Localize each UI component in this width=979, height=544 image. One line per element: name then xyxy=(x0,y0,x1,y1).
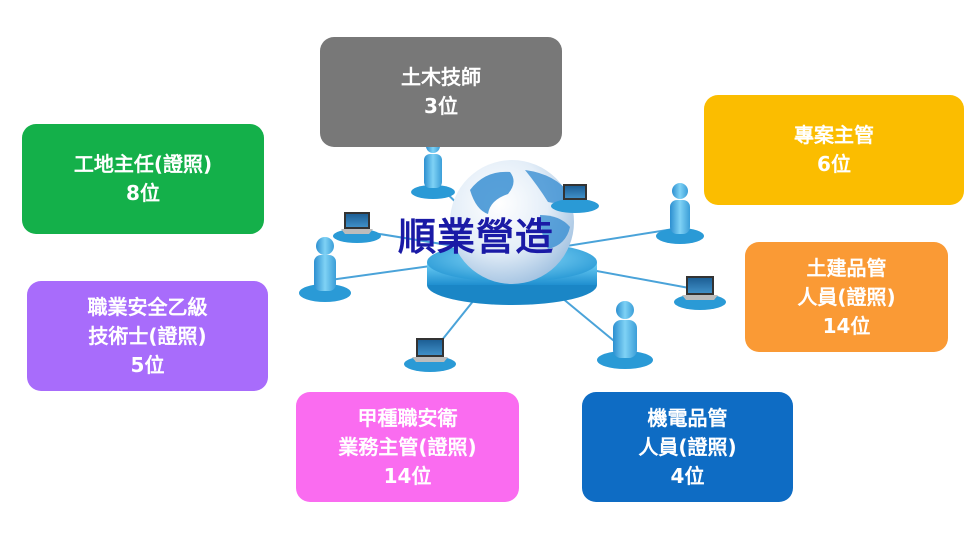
role-box-safety-technician: 職業安全乙級 技術士(證照) 5位 xyxy=(27,281,268,391)
globe-icon xyxy=(450,160,574,284)
role-box-site-supervisor: 工地主任(證照) 8位 xyxy=(22,124,264,234)
role-subtitle: 技術士(證照) xyxy=(88,323,207,348)
role-count: 8位 xyxy=(126,181,160,205)
person-icon xyxy=(299,237,351,302)
laptop-icon xyxy=(551,184,599,213)
role-count: 5位 xyxy=(130,352,165,377)
role-title: 工地主任(證照) xyxy=(73,152,213,176)
role-title: 機電品管 xyxy=(647,405,728,430)
role-title: 甲種職安衛 xyxy=(357,405,458,430)
role-title: 土木技師 xyxy=(401,65,481,89)
role-box-civil-qc: 土建品管 人員(證照) 14位 xyxy=(745,242,948,352)
role-title: 專案主管 xyxy=(794,123,874,147)
role-count: 14位 xyxy=(822,313,871,338)
person-icon xyxy=(597,301,653,369)
laptop-icon xyxy=(333,212,381,243)
role-count: 4位 xyxy=(670,463,705,488)
role-box-civil-engineer: 土木技師 3位 xyxy=(320,37,562,147)
laptop-icon xyxy=(404,338,456,372)
role-title: 土建品管 xyxy=(806,255,887,280)
role-subtitle: 人員(證照) xyxy=(638,434,737,459)
company-title: 順業營造 xyxy=(398,215,555,259)
role-count: 3位 xyxy=(424,94,458,118)
person-icon xyxy=(411,139,455,199)
role-subtitle: 業務主管(證照) xyxy=(338,434,477,459)
role-box-safety-supervisor: 甲種職安衛 業務主管(證照) 14位 xyxy=(296,392,519,502)
role-count: 14位 xyxy=(383,463,432,488)
role-box-mep-qc: 機電品管 人員(證照) 4位 xyxy=(582,392,793,502)
role-subtitle: 人員(證照) xyxy=(797,284,896,309)
role-box-project-manager: 專案主管 6位 xyxy=(704,95,964,205)
person-icon xyxy=(656,183,704,244)
role-count: 6位 xyxy=(817,152,851,176)
role-title: 職業安全乙級 xyxy=(87,294,208,319)
laptop-icon xyxy=(674,276,726,310)
